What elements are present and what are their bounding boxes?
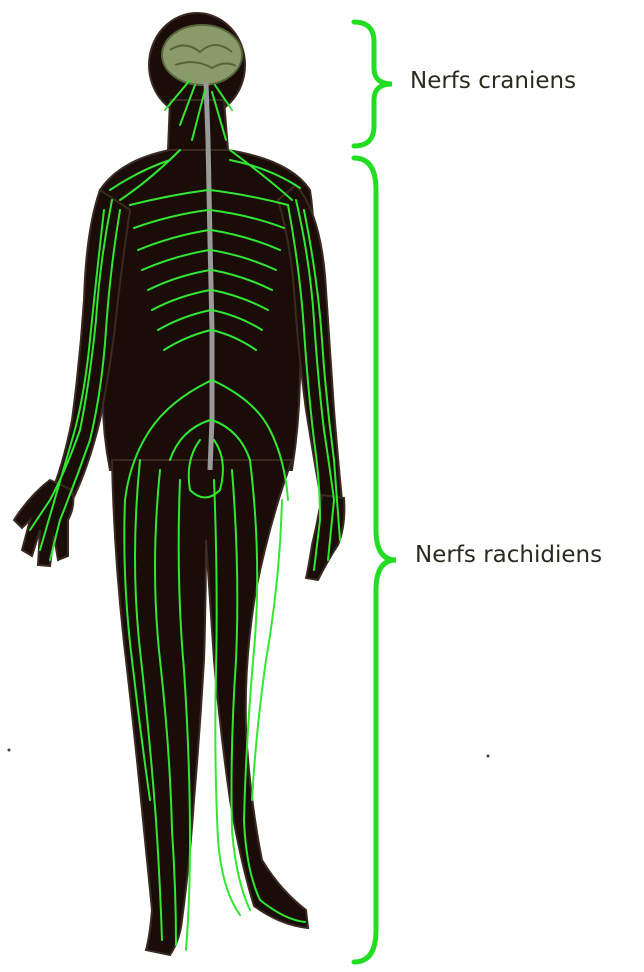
- cranial-nerves-label: Nerfs craniens: [410, 68, 576, 94]
- legs: [112, 460, 308, 955]
- speck-right: [487, 755, 490, 758]
- spinal-nerves-label: Nerfs rachidiens: [415, 542, 602, 568]
- left-hand: [14, 480, 73, 566]
- brace-spinal: [354, 158, 396, 962]
- right-hand: [306, 495, 344, 580]
- brace-cranial: [354, 22, 392, 146]
- neck: [168, 100, 228, 150]
- brain-icon: [162, 25, 242, 85]
- speck-left: [8, 749, 11, 752]
